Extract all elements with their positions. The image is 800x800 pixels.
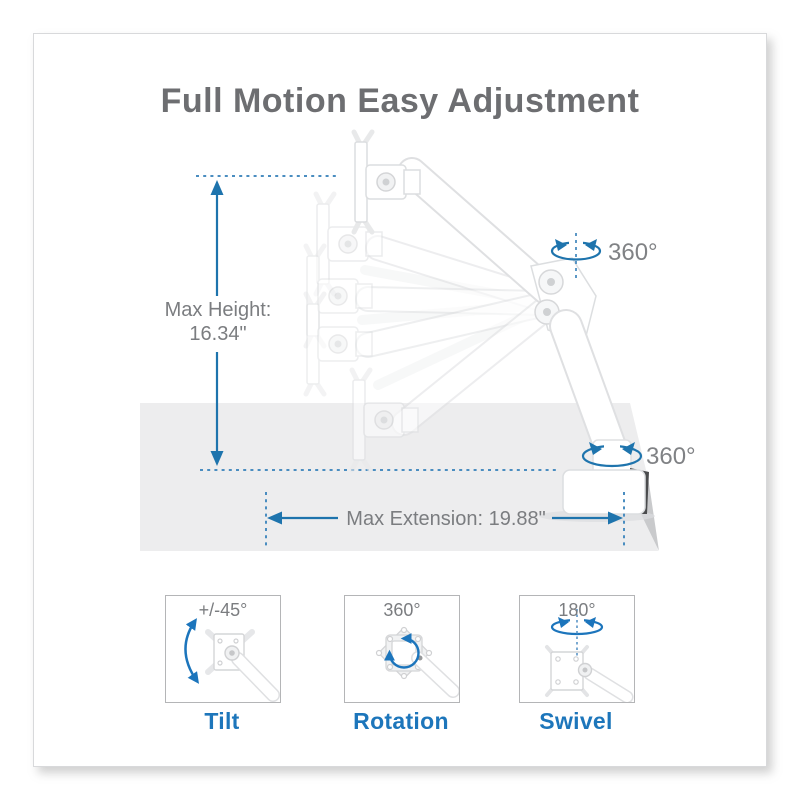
max-extension-label: Max Extension: 19.88" — [346, 508, 545, 530]
swivel-label: Swivel — [539, 708, 613, 734]
tilt-degree-label: +/-45° — [198, 600, 248, 620]
max-height-dimension: Max Height: 16.34" — [165, 180, 272, 466]
ghost-arm-positions — [306, 194, 558, 470]
rotation-base-label: 360° — [646, 443, 696, 470]
swivel-degree-label: 180° — [558, 600, 596, 620]
monitor-arm — [354, 132, 649, 515]
rotation-label: Rotation — [353, 708, 449, 734]
page-title: Full Motion Easy Adjustment — [160, 82, 640, 120]
swivel-arrow-icon — [545, 609, 634, 702]
feature-rotation: 360° Rotation — [344, 595, 460, 734]
max-height-label-line1: Max Height: — [165, 299, 272, 321]
max-extension-dimension: Max Extension: 19.88" — [265, 492, 625, 548]
tilt-label: Tilt — [204, 708, 240, 734]
desk-clamp — [562, 469, 646, 515]
rotation-arrow-icon — [375, 626, 459, 698]
rotation-top-label: 360° — [608, 239, 658, 266]
tilt-arrow-icon — [184, 618, 280, 702]
feature-tilt-box: +/-45° — [165, 595, 281, 703]
feature-swivel: 180° Swivel — [519, 595, 635, 734]
max-height-label-line2: 16.34" — [189, 323, 246, 345]
rotation-indicator-top: 360° — [550, 233, 658, 282]
feature-swivel-box: 180° — [519, 595, 635, 703]
feature-rotation-box: 360° — [344, 595, 460, 703]
feature-tilt: +/-45° Tilt — [165, 595, 281, 734]
rotation-indicator-base: 360° — [581, 441, 696, 470]
rotation-degree-label: 360° — [383, 600, 421, 620]
